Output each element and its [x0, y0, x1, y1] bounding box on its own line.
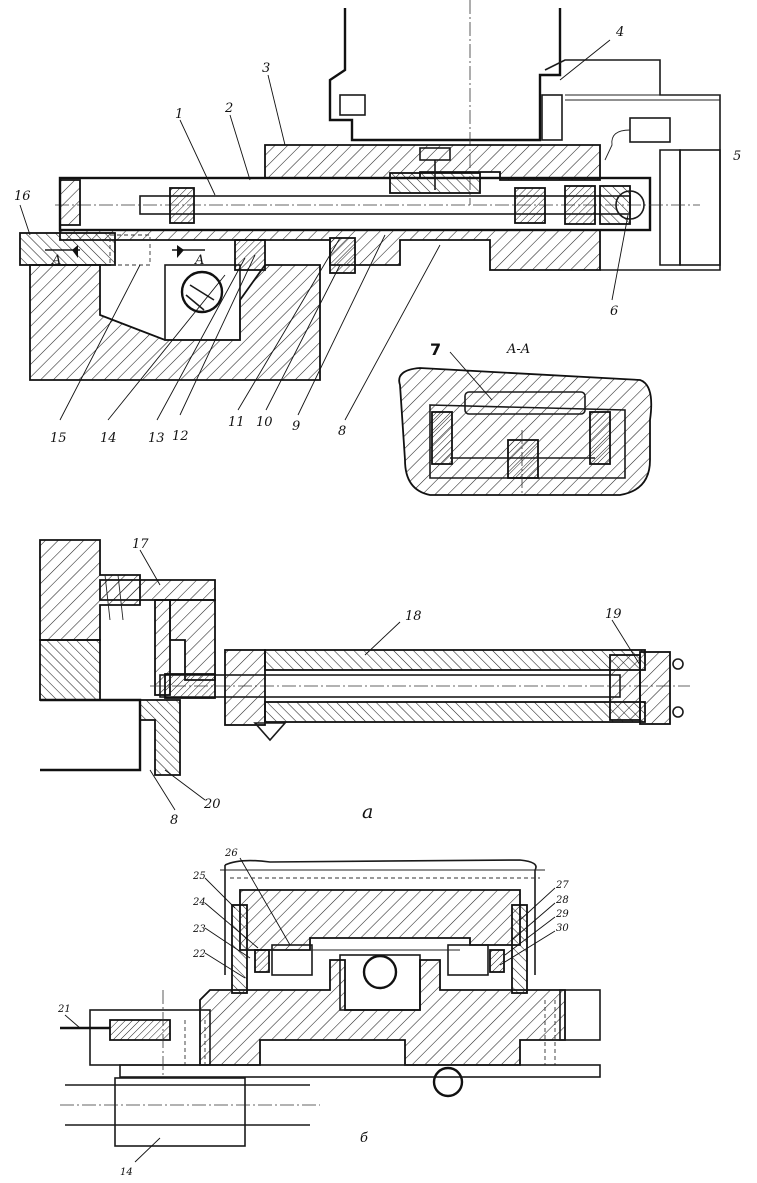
labels-view-b: 14 21 22 23 24 25 26 27 28 29 30 б [57, 848, 569, 1178]
section-a-a [398, 367, 653, 496]
label-5: 5 [733, 149, 741, 164]
label-18: 18 [405, 609, 422, 624]
label-15: 15 [50, 431, 67, 446]
label-1: 1 [175, 107, 183, 122]
label-8-cylinder: 8 [170, 813, 178, 828]
labels-section-a-a: 7 A-A [430, 340, 530, 359]
label-26: 26 [224, 848, 238, 859]
label-21: 21 [57, 1004, 71, 1015]
label-11: 11 [228, 415, 245, 430]
label-9: 9 [292, 419, 300, 434]
label-14-b: 14 [120, 1167, 133, 1178]
view-cylinder [39, 539, 690, 776]
view-b-assembly [60, 859, 601, 1147]
label-4: 4 [615, 25, 624, 40]
label-25: 25 [192, 871, 206, 882]
label-19: 19 [605, 607, 622, 622]
label-6: 6 [610, 304, 618, 319]
label-28: 28 [555, 895, 569, 906]
label-10: 10 [256, 415, 273, 430]
label-17: 17 [132, 537, 149, 552]
label-14: 14 [100, 431, 117, 446]
label-23: 23 [192, 924, 206, 935]
label-30: 30 [556, 923, 569, 934]
label-7: 7 [430, 340, 441, 359]
section-a-a-title: A-A [506, 342, 530, 357]
label-3: 3 [262, 61, 270, 76]
caption-a: a [362, 801, 373, 823]
label-20: 20 [203, 797, 221, 812]
label-24: 24 [192, 897, 206, 908]
label-12: 12 [172, 429, 189, 444]
label-27: 27 [555, 880, 569, 891]
label-8: 8 [338, 424, 346, 439]
section-marker-a-left: A [51, 253, 61, 268]
section-marker-a-right: A [194, 253, 204, 268]
label-22: 22 [192, 949, 206, 960]
view-a-assembly [19, 0, 721, 381]
label-2: 2 [224, 101, 233, 116]
leader-lines [19, 39, 641, 1163]
label-13: 13 [148, 431, 165, 446]
label-16: 16 [14, 189, 31, 204]
labels-cylinder: 17 18 19 8 20 a [132, 537, 622, 828]
caption-b: б [360, 1131, 368, 1146]
label-29: 29 [555, 909, 569, 920]
labels-view-a: 1 2 3 4 5 6 8 9 10 11 12 13 14 15 16 A A [14, 25, 741, 446]
